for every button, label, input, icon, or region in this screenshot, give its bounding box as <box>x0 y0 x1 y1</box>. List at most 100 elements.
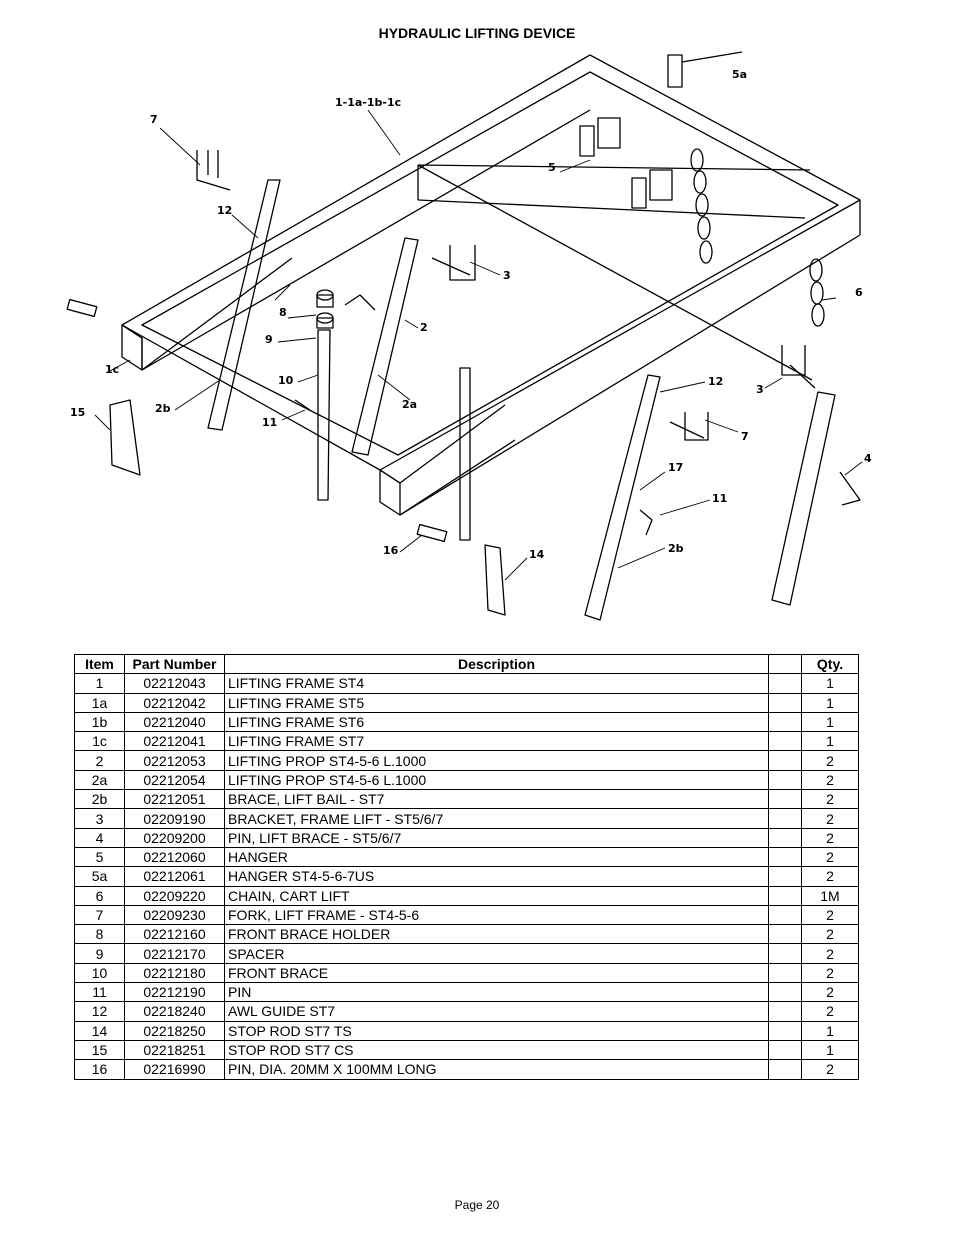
qty-cell: 1 <box>801 1039 859 1061</box>
item-cell: 1c <box>74 731 125 752</box>
part-number-cell: 02212040 <box>124 711 225 733</box>
item-cell: 5 <box>74 846 125 868</box>
part-number-cell: 02212060 <box>124 846 225 868</box>
item-cell: 2b <box>74 789 125 810</box>
blank-cell <box>768 1039 802 1061</box>
table-header-row: Item Part Number Description Qty. <box>74 653 859 675</box>
item-cell: 1 <box>74 673 125 694</box>
callout: 12 <box>217 204 232 217</box>
part-number-cell: 02218251 <box>124 1039 225 1061</box>
item-cell: 6 <box>74 885 125 906</box>
description-cell: SPACER <box>224 943 769 964</box>
blank-cell <box>768 750 802 771</box>
callout: 4 <box>864 452 872 465</box>
part-number-cell: 02209230 <box>124 904 225 926</box>
part-number-cell: 02216990 <box>124 1059 225 1080</box>
callout: 5 <box>548 161 556 174</box>
exploded-parts-diagram: 5a 1-1a-1b-1c 7 5 12 6 3 8 2 9 1c 10 2a … <box>66 51 872 621</box>
qty-cell: 1 <box>801 1020 859 1041</box>
callout: 12 <box>708 375 723 388</box>
item-cell: 16 <box>74 1059 125 1080</box>
part-number-cell: 02218250 <box>124 1020 225 1041</box>
stop-rods <box>109 399 506 616</box>
item-cell: 11 <box>74 982 125 1003</box>
item-cell: 8 <box>74 924 125 945</box>
callout: 8 <box>279 306 287 319</box>
part-number-cell: 02212170 <box>124 943 225 964</box>
hanger-5 <box>579 117 673 209</box>
blank-cell <box>768 885 802 906</box>
part-number-cell: 02212061 <box>124 866 225 887</box>
item-cell: 5a <box>74 866 125 887</box>
chain-6 <box>690 148 825 327</box>
item-cell: 12 <box>74 1001 125 1022</box>
description-cell: LIFTING FRAME ST4 <box>224 673 769 694</box>
qty-cell: 1 <box>801 711 859 733</box>
blank-cell <box>768 769 802 791</box>
part-number-cell: 02218240 <box>124 1001 225 1022</box>
callout: 16 <box>383 544 399 557</box>
callout: 7 <box>150 113 158 126</box>
item-cell: 14 <box>74 1020 125 1041</box>
parts-table: Item Part Number Description Qty. 1 02212… <box>74 653 859 1080</box>
description-cell: STOP ROD ST7 TS <box>224 1020 769 1041</box>
qty-cell: 2 <box>801 982 859 1003</box>
blank-cell <box>768 827 802 848</box>
header-description: Description <box>224 653 769 675</box>
item-cell: 3 <box>74 808 125 829</box>
description-cell: PIN, LIFT BRACE - ST5/6/7 <box>224 827 769 848</box>
part-number-cell: 02212190 <box>124 982 225 1003</box>
bracket-3 <box>431 245 816 389</box>
part-number-cell: 02209190 <box>124 808 225 829</box>
page-number: Page 20 <box>454 1198 500 1212</box>
callout: 2b <box>668 542 684 555</box>
item-cell: 1b <box>74 711 125 733</box>
lifting-frame <box>121 54 861 516</box>
description-cell: LIFTING PROP ST4-5-6 L.1000 <box>224 769 769 791</box>
blank-cell <box>768 808 802 829</box>
blank-cell <box>768 943 802 964</box>
qty-cell: 1 <box>801 692 859 713</box>
header-blank <box>768 653 802 675</box>
part-number-cell: 02212160 <box>124 924 225 945</box>
blank-cell <box>768 1001 802 1022</box>
qty-cell: 2 <box>801 1001 859 1022</box>
item-cell: 2a <box>74 769 125 791</box>
callout: 7 <box>741 430 749 443</box>
qty-cell: 2 <box>801 750 859 771</box>
description-cell: AWL GUIDE ST7 <box>224 1001 769 1022</box>
part-number-cell: 02212041 <box>124 731 225 752</box>
item-cell: 15 <box>74 1039 125 1061</box>
callout: 3 <box>756 383 764 396</box>
callout: 2b <box>155 402 171 415</box>
description-cell: LIFTING FRAME ST7 <box>224 731 769 752</box>
callout: 1c <box>105 363 119 376</box>
qty-cell: 2 <box>801 808 859 829</box>
callout: 9 <box>265 333 273 346</box>
part-number-cell: 02212180 <box>124 962 225 984</box>
blank-cell <box>768 904 802 926</box>
header-qty: Qty. <box>801 653 859 675</box>
qty-cell: 2 <box>801 769 859 791</box>
leader-lines <box>94 109 863 581</box>
page-title: HYDRAULIC LIFTING DEVICE <box>378 25 576 41</box>
part-number-cell: 02212054 <box>124 769 225 791</box>
blank-cell <box>768 1059 802 1080</box>
callout: 11 <box>262 416 277 429</box>
callout: 6 <box>855 286 863 299</box>
description-cell: FRONT BRACE HOLDER <box>224 924 769 945</box>
description-cell: BRACE, LIFT BAIL - ST7 <box>224 789 769 810</box>
item-cell: 4 <box>74 827 125 848</box>
lifting-props <box>207 179 836 621</box>
